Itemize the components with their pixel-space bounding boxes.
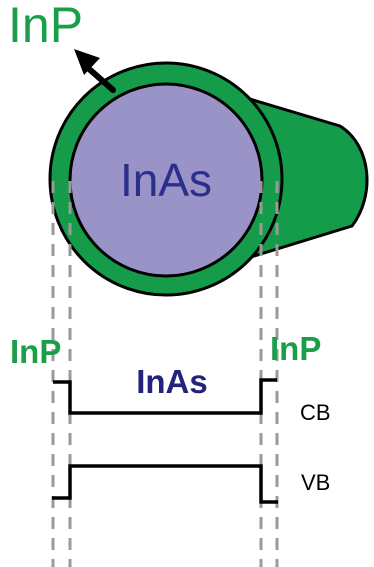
arrow-shaft [85,65,116,93]
core-label: InAs [120,154,212,206]
arrow-head [74,49,100,75]
vb-label: VB [301,470,330,495]
valence-band-line [52,464,278,504]
inas-core [68,82,264,278]
shell-label: InP [8,0,83,53]
cb-label: CB [300,400,331,425]
right-inp-label: InP [270,330,321,367]
conduction-band-line [53,378,277,415]
left-inp-label: InP [10,333,61,370]
center-inas-label: InAs [136,363,208,400]
